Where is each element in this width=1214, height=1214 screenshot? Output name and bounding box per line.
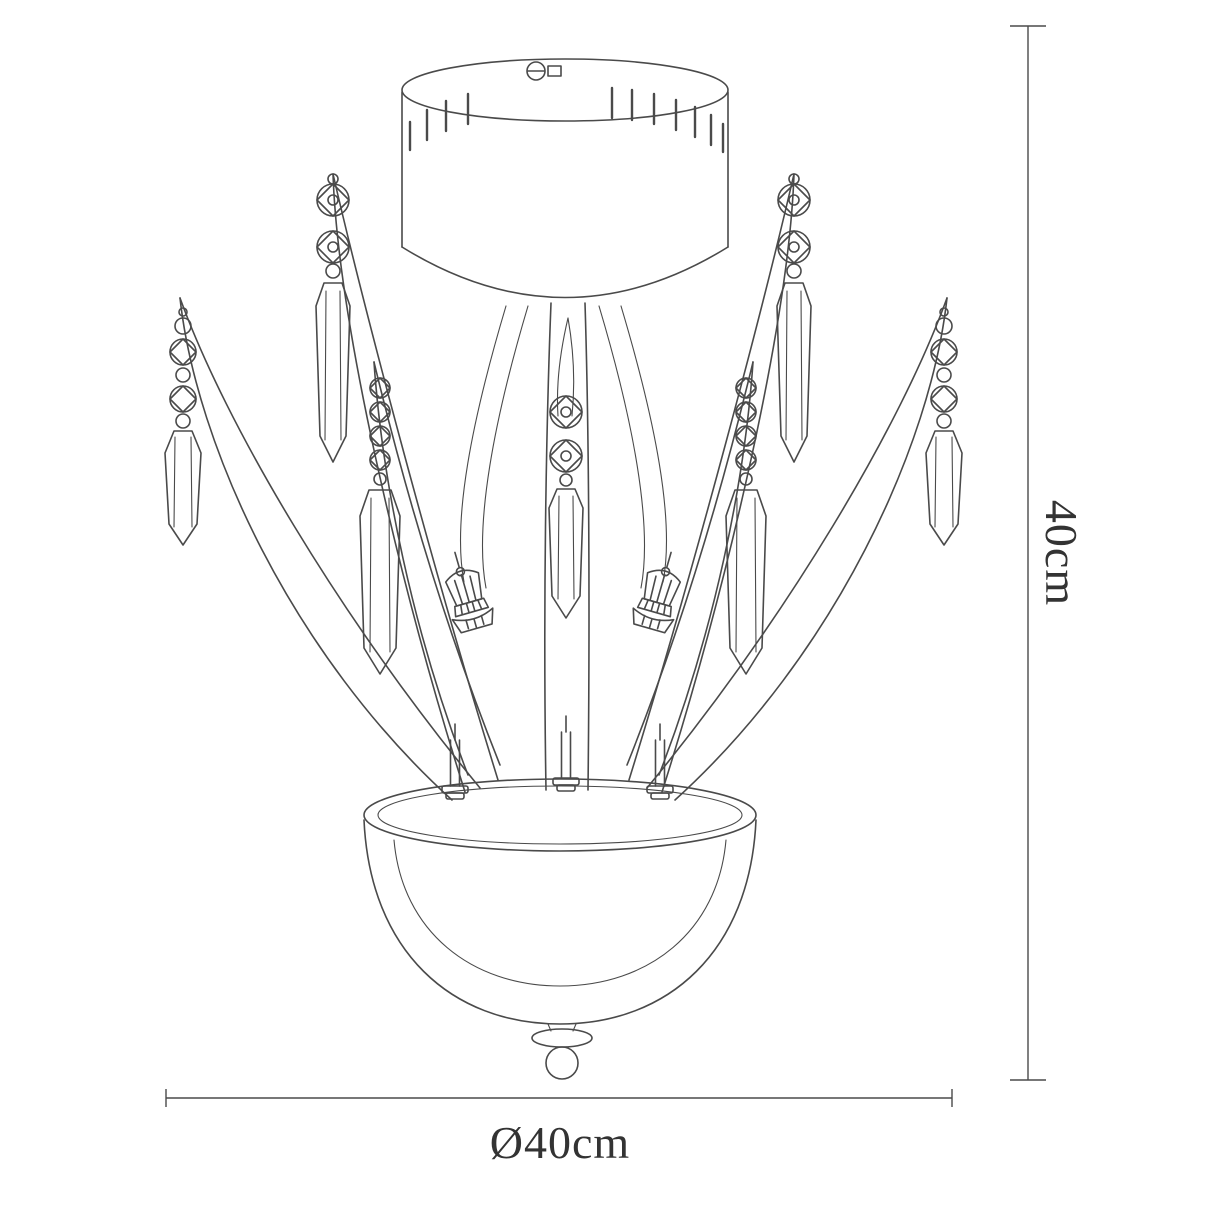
- left-inner-arm: [373, 361, 501, 776]
- candle-holders: [433, 545, 693, 635]
- candle-holder-right: [628, 545, 693, 635]
- candle-holder-left: [433, 545, 498, 635]
- right-outer-arm: [646, 297, 948, 801]
- crystal-chain-right-second: [776, 173, 812, 463]
- bowl-diffuser: [363, 778, 757, 1025]
- diameter-dimension-label: Ø40cm: [490, 1117, 630, 1168]
- crystal-chain-right-inner: [725, 377, 767, 675]
- finial-ball: [531, 1023, 593, 1080]
- blade-arms: [179, 173, 948, 801]
- ceiling-canopy: [401, 58, 729, 299]
- crystal-chain-center: [548, 395, 584, 619]
- crystal-chain-left-outer: [164, 307, 202, 546]
- center-stem: [544, 302, 590, 791]
- height-dimension-label: 40cm: [1036, 500, 1087, 606]
- crystal-chain-left-second: [315, 173, 351, 463]
- left-outer-arm: [179, 297, 481, 801]
- diameter-dimension: Ø40cm: [165, 1089, 953, 1168]
- right-inner-arm: [626, 361, 754, 776]
- crystal-chain-left-inner: [359, 377, 401, 675]
- crystal-chain-right-outer: [925, 307, 963, 546]
- height-dimension: 40cm: [1010, 25, 1087, 1081]
- mounting-screw-icon: [526, 61, 562, 81]
- chandelier-drawing: [164, 58, 963, 1080]
- crystal-chains: [164, 173, 963, 675]
- vent-slots: [408, 86, 725, 154]
- holder-arms: [459, 305, 668, 589]
